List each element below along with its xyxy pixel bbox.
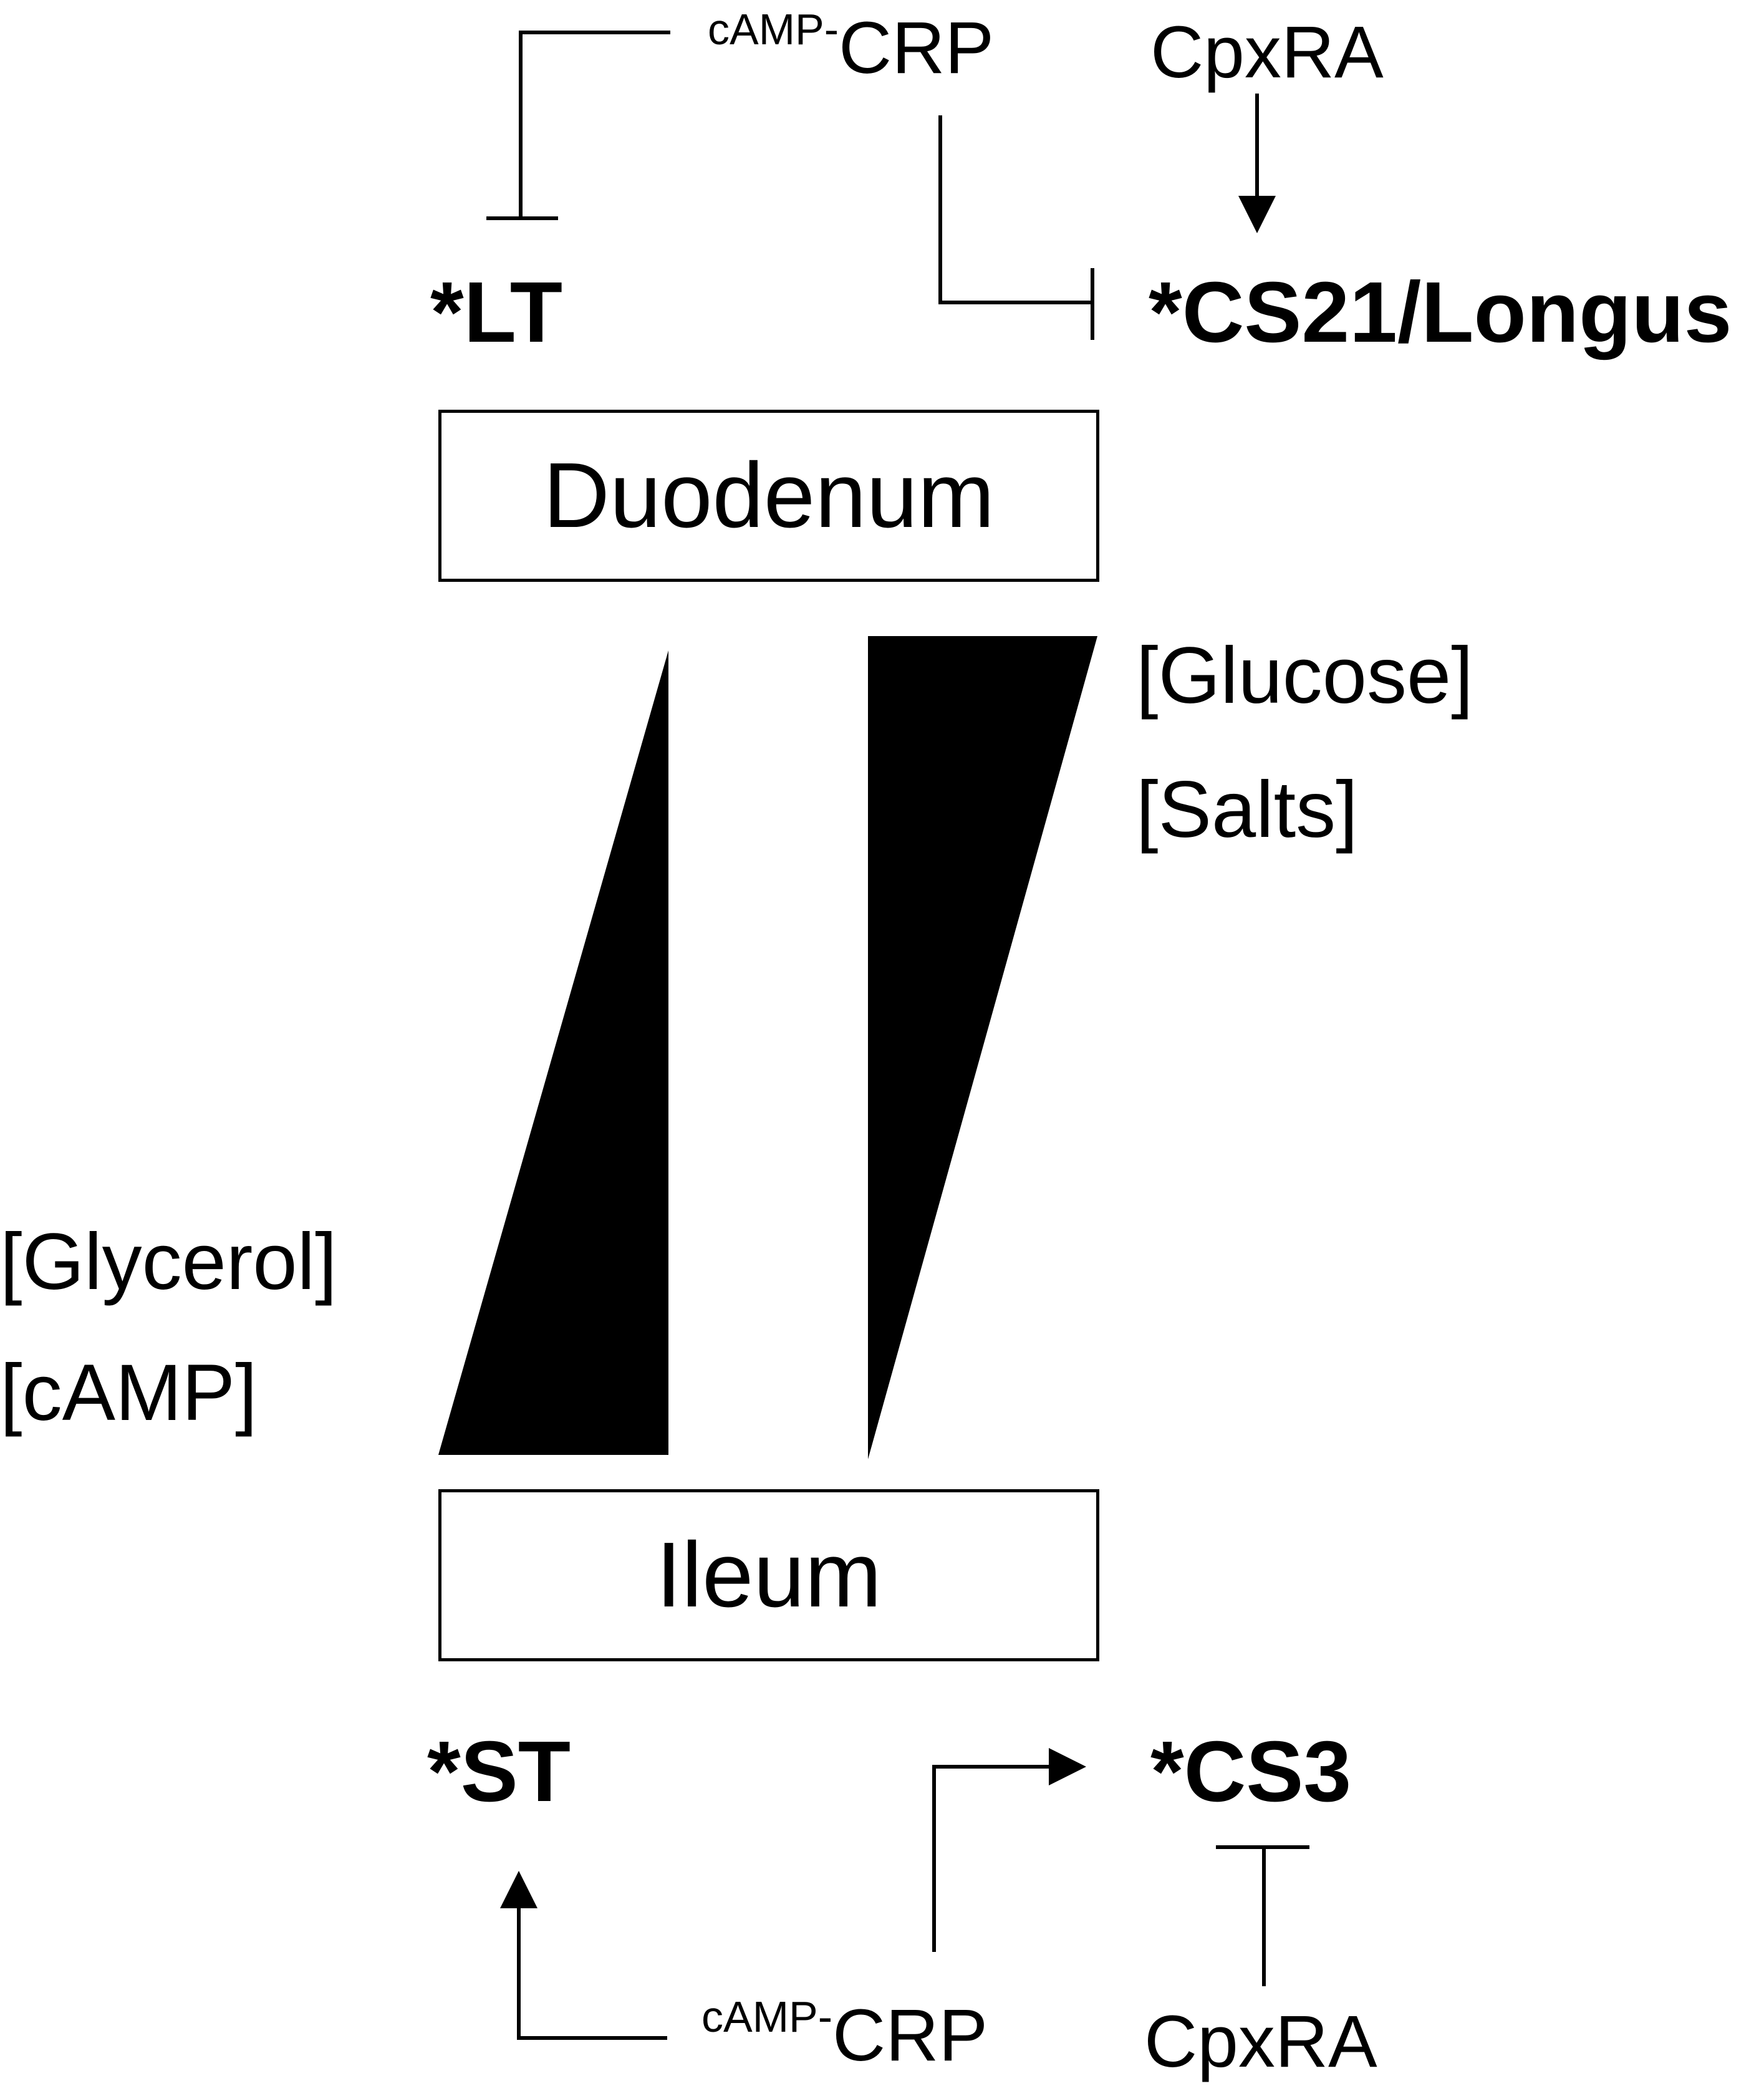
ileum-label: Ileum xyxy=(656,1523,882,1626)
glycerol-camp-gradient-wedge xyxy=(438,650,668,1455)
ileum-box: Ileum xyxy=(438,1489,1099,1661)
crp-to-cs3-activation-line xyxy=(932,1748,1086,1952)
gene-cs21-longus-label: *CS21/Longus xyxy=(1149,264,1732,360)
top-camp-prefix: cAMP- xyxy=(708,5,839,54)
duodenum-label: Duodenum xyxy=(542,444,995,547)
glucose-salts-gradient-wedge xyxy=(868,636,1097,1459)
crp-to-cs21-inhibition-line xyxy=(938,115,1091,304)
gene-cs3-label: *CS3 xyxy=(1150,1724,1352,1820)
top-crp-text: CRP xyxy=(839,7,995,89)
top-cpxra-label: CpxRA xyxy=(1150,11,1384,94)
bottom-crp-text: CRP xyxy=(832,1994,988,2077)
duodenum-box: Duodenum xyxy=(438,410,1099,582)
bottom-camp-crp-label: cAMP-CRP xyxy=(701,1995,988,2072)
salts-label: [Salts] xyxy=(1136,765,1358,854)
gene-st-label: *ST xyxy=(427,1724,571,1820)
crp-to-st-activation-line xyxy=(500,1871,667,2040)
glycerol-label: [Glycerol] xyxy=(0,1217,337,1306)
camp-label: [cAMP] xyxy=(0,1348,258,1437)
gene-lt-label: *LT xyxy=(430,264,563,360)
crp-to-lt-inhibition-line xyxy=(519,31,670,218)
bottom-camp-prefix: cAMP- xyxy=(701,1992,832,2041)
glucose-label: [Glucose] xyxy=(1136,631,1473,720)
top-camp-crp-label: cAMP-CRP xyxy=(708,7,994,85)
bottom-cpxra-label: CpxRA xyxy=(1144,2001,1377,2083)
